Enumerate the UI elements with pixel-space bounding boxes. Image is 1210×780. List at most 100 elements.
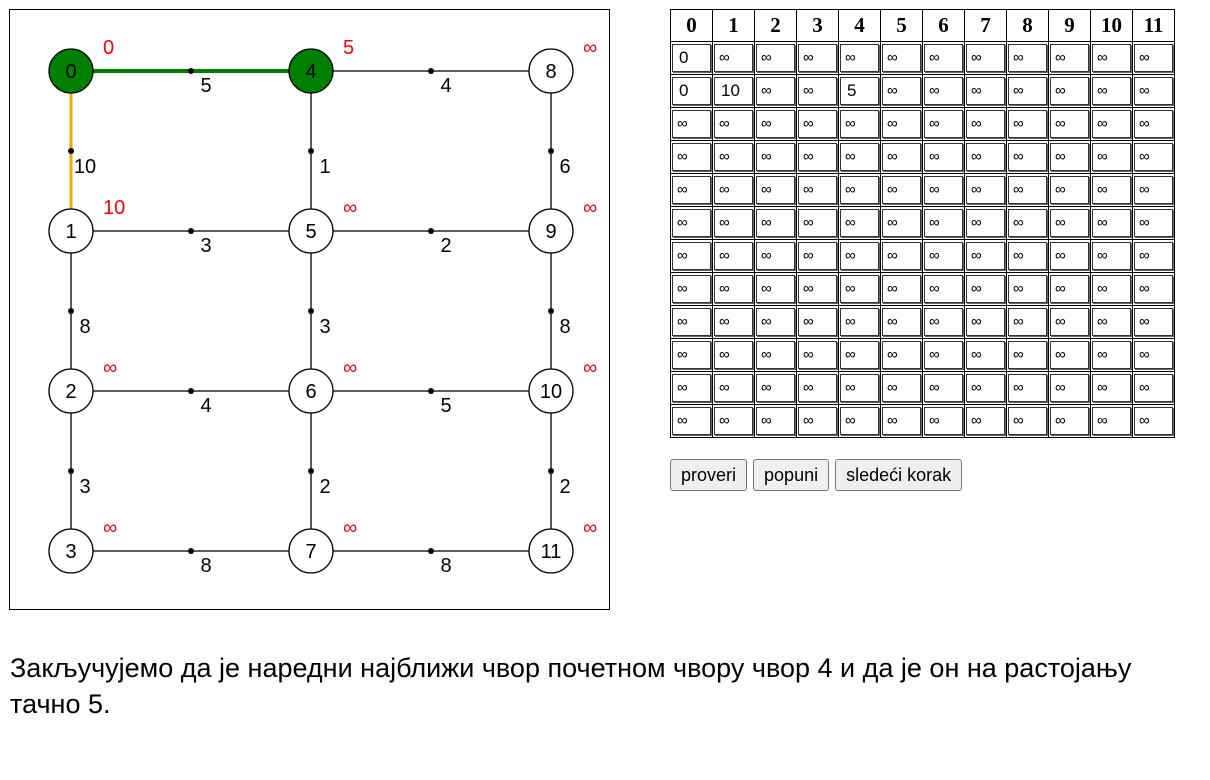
distance-cell[interactable]: ∞ [840,374,879,402]
distance-cell[interactable]: ∞ [1092,77,1131,105]
distance-cell[interactable]: ∞ [1134,275,1173,303]
distance-cell[interactable]: ∞ [840,44,879,72]
distance-cell[interactable]: ∞ [1008,407,1047,435]
distance-cell[interactable]: ∞ [1092,407,1131,435]
distance-cell[interactable]: ∞ [756,407,795,435]
graph-node[interactable] [288,368,334,414]
distance-cell[interactable]: ∞ [798,308,837,336]
distance-cell[interactable]: ∞ [714,308,753,336]
distance-cell[interactable]: ∞ [882,143,921,171]
fill-button[interactable]: popuni [753,459,830,491]
distance-cell[interactable]: ∞ [672,110,711,138]
distance-cell[interactable]: ∞ [1050,143,1089,171]
distance-cell[interactable]: ∞ [1050,407,1089,435]
distance-cell[interactable]: ∞ [840,407,879,435]
distance-cell[interactable]: ∞ [966,374,1005,402]
distance-cell[interactable]: ∞ [714,143,753,171]
distance-cell[interactable]: ∞ [1134,176,1173,204]
distance-cell[interactable]: ∞ [798,374,837,402]
distance-cell[interactable]: ∞ [882,176,921,204]
distance-cell[interactable]: 10 [714,77,753,105]
distance-cell[interactable]: ∞ [1092,308,1131,336]
distance-cell[interactable]: ∞ [882,77,921,105]
distance-cell[interactable]: ∞ [1050,110,1089,138]
distance-cell[interactable]: ∞ [882,209,921,237]
distance-cell[interactable]: ∞ [672,176,711,204]
distance-cell[interactable]: ∞ [1008,341,1047,369]
distance-cell[interactable]: ∞ [672,242,711,270]
distance-cell[interactable]: ∞ [840,209,879,237]
distance-cell[interactable]: ∞ [1008,77,1047,105]
distance-cell[interactable]: ∞ [714,209,753,237]
distance-cell[interactable]: 0 [672,77,711,105]
distance-cell[interactable]: ∞ [1134,209,1173,237]
graph-node[interactable] [528,48,574,94]
distance-cell[interactable]: ∞ [672,209,711,237]
distance-cell[interactable]: ∞ [1092,44,1131,72]
distance-cell[interactable]: ∞ [1092,242,1131,270]
distance-cell[interactable]: ∞ [924,176,963,204]
graph-node[interactable] [48,528,94,574]
distance-cell[interactable]: ∞ [966,77,1005,105]
distance-cell[interactable]: ∞ [756,44,795,72]
distance-cell[interactable]: ∞ [714,44,753,72]
distance-cell[interactable]: ∞ [1134,44,1173,72]
distance-cell[interactable]: ∞ [756,242,795,270]
distance-cell[interactable]: ∞ [756,143,795,171]
distance-cell[interactable]: ∞ [1092,341,1131,369]
distance-cell[interactable]: ∞ [798,176,837,204]
check-button[interactable]: proveri [670,459,748,491]
distance-cell[interactable]: ∞ [840,308,879,336]
distance-cell[interactable]: ∞ [714,275,753,303]
distance-cell[interactable]: ∞ [1008,143,1047,171]
distance-cell[interactable]: ∞ [1050,341,1089,369]
distance-cell[interactable]: ∞ [672,308,711,336]
graph-node[interactable] [48,368,94,414]
distance-cell[interactable]: ∞ [966,341,1005,369]
distance-cell[interactable]: 5 [840,77,879,105]
distance-cell[interactable]: ∞ [1008,275,1047,303]
distance-cell[interactable]: ∞ [756,275,795,303]
graph-node[interactable] [528,368,574,414]
distance-cell[interactable]: ∞ [966,44,1005,72]
distance-cell[interactable]: ∞ [1092,275,1131,303]
distance-cell[interactable]: ∞ [756,110,795,138]
graph-node[interactable] [528,528,574,574]
distance-cell[interactable]: ∞ [714,242,753,270]
distance-cell[interactable]: ∞ [924,143,963,171]
distance-cell[interactable]: ∞ [1050,275,1089,303]
distance-cell[interactable]: ∞ [798,44,837,72]
distance-cell[interactable]: ∞ [798,341,837,369]
distance-cell[interactable]: ∞ [1092,209,1131,237]
graph-node[interactable] [288,208,334,254]
distance-cell[interactable]: ∞ [1134,341,1173,369]
distance-cell[interactable]: ∞ [798,143,837,171]
distance-cell[interactable]: ∞ [882,44,921,72]
distance-cell[interactable]: ∞ [840,143,879,171]
distance-cell[interactable]: ∞ [672,143,711,171]
distance-cell[interactable]: ∞ [924,110,963,138]
distance-cell[interactable]: ∞ [1092,176,1131,204]
distance-cell[interactable]: ∞ [1050,44,1089,72]
distance-cell[interactable]: ∞ [966,143,1005,171]
next-step-button[interactable]: sledeći korak [835,459,963,491]
distance-cell[interactable]: ∞ [1008,374,1047,402]
distance-cell[interactable]: ∞ [798,110,837,138]
distance-cell[interactable]: ∞ [798,407,837,435]
distance-cell[interactable]: ∞ [882,275,921,303]
distance-cell[interactable]: ∞ [1050,209,1089,237]
distance-cell[interactable]: ∞ [714,176,753,204]
distance-cell[interactable]: ∞ [1092,110,1131,138]
distance-cell[interactable]: ∞ [1134,110,1173,138]
distance-cell[interactable]: ∞ [882,308,921,336]
distance-cell[interactable]: ∞ [714,341,753,369]
distance-cell[interactable]: ∞ [1008,110,1047,138]
distance-cell[interactable]: ∞ [882,374,921,402]
distance-cell[interactable]: ∞ [672,275,711,303]
distance-cell[interactable]: ∞ [882,341,921,369]
distance-cell[interactable]: ∞ [1050,242,1089,270]
distance-cell[interactable]: 0 [672,44,711,72]
distance-cell[interactable]: ∞ [1008,209,1047,237]
distance-cell[interactable]: ∞ [714,374,753,402]
distance-cell[interactable]: ∞ [1134,77,1173,105]
